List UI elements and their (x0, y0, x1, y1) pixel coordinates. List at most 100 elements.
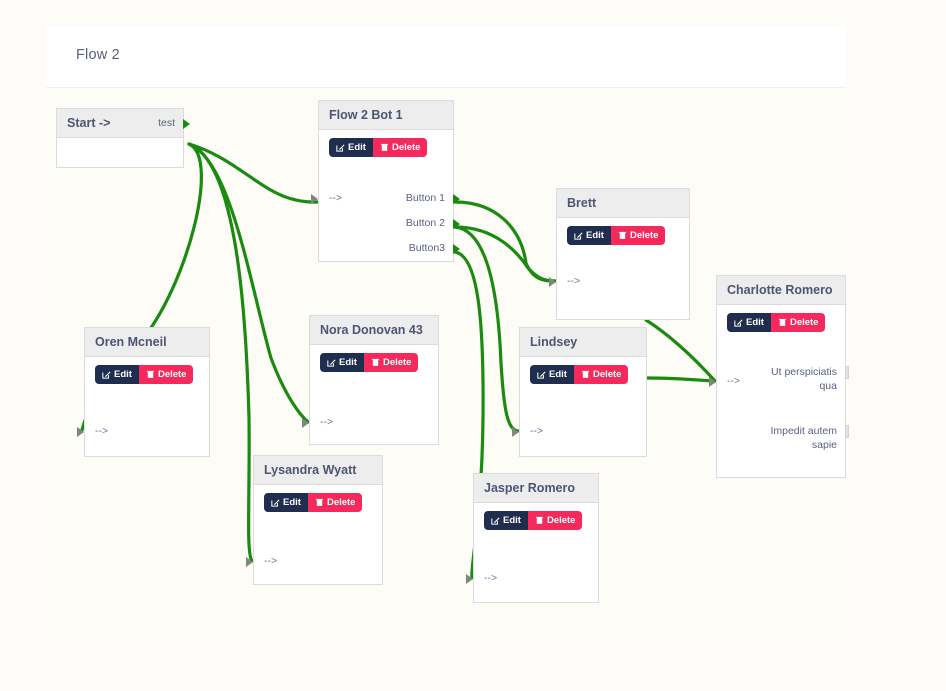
input-port-bot1-0[interactable]: --> (329, 192, 343, 204)
delete-button-label: Delete (382, 356, 412, 368)
node-body-jasper: Edit Delete (474, 503, 598, 530)
page-title: Flow 2 (76, 47, 120, 63)
trash-icon (778, 318, 787, 327)
node-actions-charlotte: Edit Delete (727, 313, 826, 332)
output-port-charlotte-0[interactable]: Ut perspiciatis qua (771, 366, 837, 392)
input-port-marker-brett-0 (549, 277, 556, 287)
connector-3 (187, 142, 319, 204)
node-actions-nora: Edit Delete (320, 353, 419, 372)
node-title-charlotte: Charlotte Romero (717, 276, 845, 305)
output-port-start-0[interactable]: test (158, 117, 175, 129)
edit-button-jasper[interactable]: Edit (484, 511, 528, 530)
input-port-marker-jasper-0 (466, 574, 473, 584)
edit-button-label: Edit (339, 356, 357, 368)
node-title-nora: Nora Donovan 43 (310, 316, 438, 345)
input-port-brett-0[interactable]: --> (567, 275, 581, 287)
input-port-marker-nora-0 (302, 418, 309, 428)
delete-button-lindsey[interactable]: Delete (573, 365, 629, 384)
output-port-marker-bot1-2 (453, 244, 460, 254)
input-port-marker-lindsey-0 (512, 427, 519, 437)
output-port-marker-charlotte-1 (845, 425, 849, 438)
node-title-oren: Oren Mcneil (85, 328, 209, 357)
connector-5 (453, 225, 557, 283)
delete-button-oren[interactable]: Delete (138, 365, 194, 384)
node-actions-oren: Edit Delete (95, 365, 194, 384)
input-port-charlotte-0[interactable]: --> (727, 375, 741, 387)
input-port-marker-bot1-0 (311, 194, 318, 204)
flow-node-start[interactable]: Start ->test (56, 108, 190, 168)
delete-button-lysandra[interactable]: Delete (307, 493, 363, 512)
delete-button-charlotte[interactable]: Delete (770, 313, 826, 332)
node-title-lindsey: Lindsey (520, 328, 646, 357)
input-port-marker-charlotte-0 (709, 377, 716, 387)
output-port-bot1-1[interactable]: Button 2 (405, 217, 445, 229)
delete-button-bot1[interactable]: Delete (372, 138, 428, 157)
output-port-marker-start-0 (183, 119, 190, 129)
output-port-marker-bot1-1 (453, 219, 460, 229)
node-actions-bot1: Edit Delete (329, 138, 428, 157)
edit-button-lindsey[interactable]: Edit (530, 365, 574, 384)
node-body-oren: Edit Delete (85, 357, 209, 384)
trash-icon (535, 516, 544, 525)
input-port-lindsey-0[interactable]: --> (530, 425, 544, 437)
node-title-jasper: Jasper Romero (474, 474, 598, 503)
node-body-nora: Edit Delete (310, 345, 438, 372)
node-body-charlotte: Edit Delete (717, 305, 845, 332)
node-title-brett: Brett (557, 189, 689, 218)
output-port-bot1-0[interactable]: Button 1 (405, 192, 445, 204)
edit-button-label: Edit (746, 316, 764, 328)
node-title-start: Start -> (57, 109, 183, 138)
input-port-nora-0[interactable]: --> (320, 416, 334, 428)
edit-button-brett[interactable]: Edit (567, 226, 611, 245)
node-body-bot1: Edit Delete (319, 130, 453, 157)
node-actions-jasper: Edit Delete (484, 511, 583, 530)
output-port-bot1-2[interactable]: Button3 (408, 242, 445, 254)
edit-button-nora[interactable]: Edit (320, 353, 364, 372)
trash-icon (380, 143, 389, 152)
input-port-lysandra-0[interactable]: --> (264, 555, 278, 567)
delete-button-label: Delete (546, 514, 576, 526)
edit-button-label: Edit (283, 496, 301, 508)
input-port-jasper-0[interactable]: --> (484, 572, 498, 584)
trash-icon (581, 370, 590, 379)
edit-button-lysandra[interactable]: Edit (264, 493, 308, 512)
delete-button-jasper[interactable]: Delete (527, 511, 583, 530)
flow-node-nora[interactable]: Nora Donovan 43 Edit Delete --> (302, 315, 439, 445)
node-body-lysandra: Edit Delete (254, 485, 382, 512)
flow-node-bot1[interactable]: Flow 2 Bot 1 Edit Delete --> Button 1 Button … (311, 100, 460, 262)
edit-button-bot1[interactable]: Edit (329, 138, 373, 157)
pencil-square-icon (491, 516, 500, 525)
pencil-square-icon (327, 358, 336, 367)
delete-button-nora[interactable]: Delete (363, 353, 419, 372)
pencil-square-icon (271, 498, 280, 507)
delete-button-brett[interactable]: Delete (610, 226, 666, 245)
pencil-square-icon (336, 143, 345, 152)
delete-button-label: Delete (789, 316, 819, 328)
node-title-bot1: Flow 2 Bot 1 (319, 101, 453, 130)
edit-button-label: Edit (114, 368, 132, 380)
connector-8 (644, 318, 717, 383)
connector-4 (453, 200, 557, 283)
input-port-oren-0[interactable]: --> (95, 425, 109, 437)
edit-button-charlotte[interactable]: Edit (727, 313, 771, 332)
edit-button-oren[interactable]: Edit (95, 365, 139, 384)
connector-9 (645, 376, 717, 383)
output-port-marker-charlotte-0 (845, 366, 849, 379)
output-port-charlotte-1[interactable]: Impedit autem sapie (770, 425, 837, 451)
pencil-square-icon (734, 318, 743, 327)
flow-header-panel: Flow 2 (46, 26, 846, 88)
trash-icon (618, 231, 627, 240)
delete-button-label: Delete (157, 368, 187, 380)
delete-button-label: Delete (629, 229, 659, 241)
delete-button-label: Delete (391, 141, 421, 153)
node-title-lysandra: Lysandra Wyatt (254, 456, 382, 485)
